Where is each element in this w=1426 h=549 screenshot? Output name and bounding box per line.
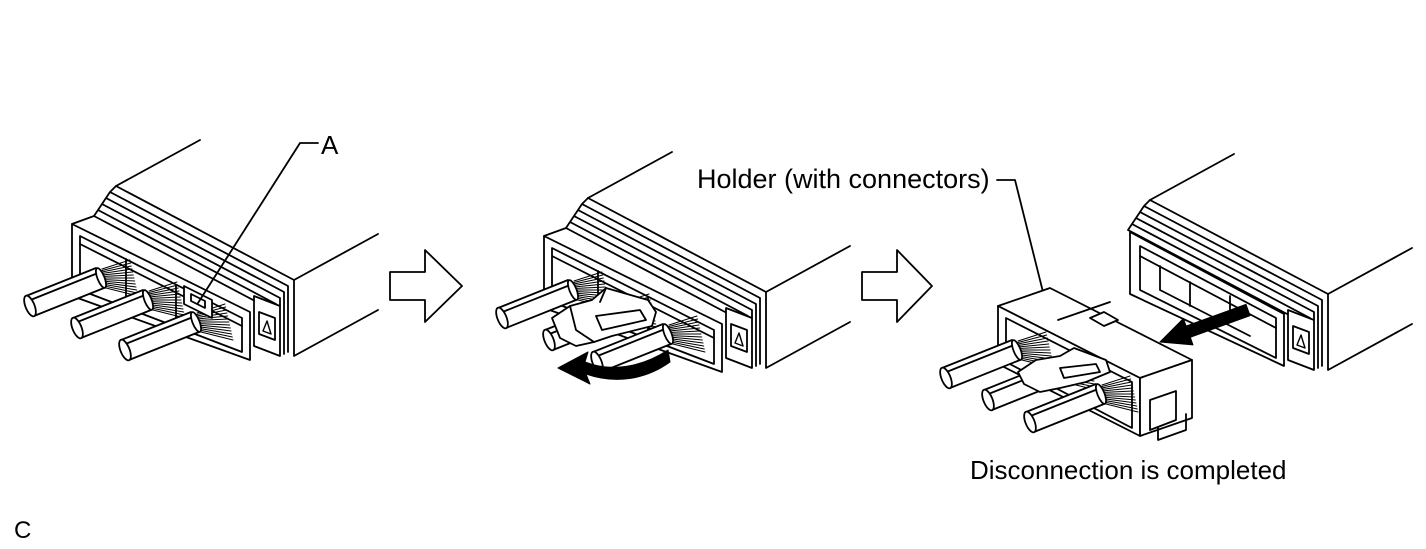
holder-latch: [1149, 390, 1177, 431]
holder-slot: [1089, 311, 1119, 327]
lock-label: A: [321, 130, 339, 160]
lock-a-leader-line: [197, 142, 319, 304]
lever-slot: [595, 309, 647, 331]
step-arrow-1: [389, 249, 463, 323]
socket-inner-walls: [1139, 255, 1277, 337]
panel-3-disconnected: Holder (with connectors) Disconnection i…: [697, 153, 1413, 485]
result-label: Disconnection is completed: [970, 455, 1287, 485]
figure-code: C: [14, 517, 31, 544]
rotate-arrow-icon: [557, 349, 671, 385]
holder-top-seam: [1057, 301, 1111, 321]
holder-leader-line: [996, 179, 1046, 301]
lever-edge: [569, 287, 607, 343]
holder-with-connectors: [936, 287, 1193, 441]
pull-direction-arrow-icon: [1159, 303, 1251, 346]
holder-latch-step: [1157, 413, 1187, 441]
panel-1-connected: A: [22, 130, 379, 362]
panel-2-lever-released: [494, 151, 851, 385]
step-arrow-2: [861, 249, 933, 323]
holder-label: Holder (with connectors): [697, 164, 990, 194]
holder-lever-slot: [1059, 363, 1101, 379]
